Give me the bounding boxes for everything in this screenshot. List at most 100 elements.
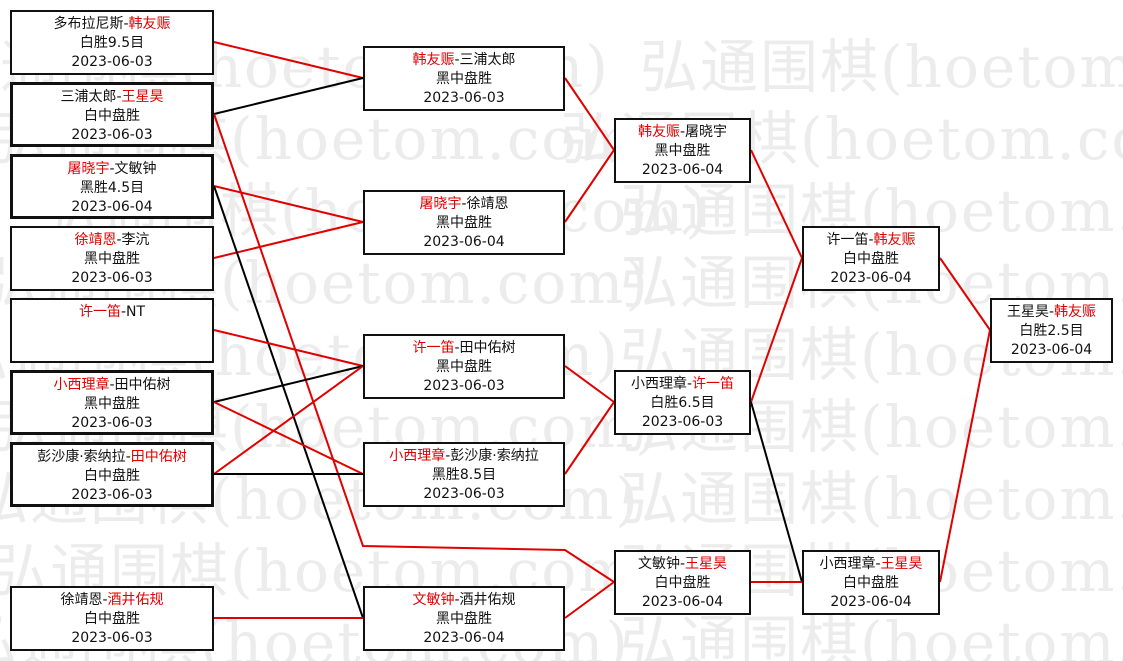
match-box[interactable]: 许一笛-NT: [10, 298, 214, 363]
match-players: 文敏钟-酒井佑规: [412, 592, 516, 608]
match-box[interactable]: 许一笛-韩友赈 白中盘胜 2023-06-04: [802, 226, 940, 291]
match-box[interactable]: 韩友赈-三浦太郎 黑中盘胜 2023-06-03: [363, 46, 565, 111]
player-2: 田中佑树: [130, 449, 187, 465]
connector: [564, 365, 615, 403]
match-date: 2023-06-04: [641, 594, 724, 610]
match-date: 2023-06-03: [423, 90, 505, 106]
connector: [213, 41, 364, 79]
connector: [213, 329, 364, 367]
player-2: 酒井佑规: [107, 592, 164, 608]
player-2: 李沆: [121, 232, 150, 248]
match-date: 2023-06-03: [423, 486, 505, 502]
watermark: 弘通围棋(hoetom.com): [620, 465, 1123, 533]
match-result: 白胜6.5目: [650, 395, 715, 411]
player-2: 彭沙康·索纳拉: [450, 448, 539, 464]
connector: [750, 149, 803, 259]
player-1: 彭沙康·索纳拉: [37, 449, 126, 465]
match-date: 2023-06-04: [423, 234, 505, 250]
player-1: 韩友赈: [637, 124, 680, 140]
player-1: 韩友赈: [412, 52, 455, 68]
match-players: 徐靖恩-酒井佑规: [60, 592, 164, 608]
match-box[interactable]: 小西理章-王星昊 白中盘胜 2023-06-04: [802, 550, 940, 615]
match-box[interactable]: 多布拉尼斯-韩友赈 白胜9.5目 2023-06-03: [10, 10, 214, 75]
player-2: 田中佑树: [459, 340, 516, 356]
match-date: 2023-06-03: [71, 487, 153, 503]
connector: [564, 401, 615, 475]
player-2: 田中佑树: [114, 377, 171, 393]
match-box[interactable]: 屠晓宇-徐靖恩 黑中盘胜 2023-06-04: [363, 190, 565, 255]
match-result: 黑胜8.5目: [431, 467, 497, 483]
player-1: 屠晓宇: [67, 161, 110, 177]
player-1: 王星昊: [1006, 304, 1049, 320]
match-date: 2023-06-04: [641, 162, 724, 178]
match-players: 三浦太郎-王星昊: [60, 89, 164, 105]
player-2: 韩友赈: [128, 16, 171, 32]
match-box[interactable]: 韩友赈-屠晓宇 黑中盘胜 2023-06-04: [614, 118, 751, 183]
match-result: 白中盘胜: [654, 575, 711, 591]
player-2: 酒井佑规: [459, 592, 516, 608]
match-result: 黑中盘胜: [84, 396, 140, 412]
match-date: 2023-06-04: [1010, 342, 1093, 358]
player-2: 徐靖恩: [466, 196, 509, 212]
match-date: 2023-06-03: [71, 630, 153, 646]
match-players: 彭沙康·索纳拉-田中佑树: [37, 449, 187, 465]
match-result: 白中盘胜: [84, 468, 140, 484]
watermark: 弘通围棋(hoetom.com): [620, 609, 1123, 661]
player-2: 王星昊: [880, 556, 923, 572]
match-box[interactable]: 王星昊-韩友赈 白胜2.5目 2023-06-04: [990, 298, 1113, 363]
match-date: 2023-06-03: [641, 414, 724, 430]
player-1: 文敏钟: [637, 556, 680, 572]
match-box[interactable]: 小西理章-许一笛 白胜6.5目 2023-06-03: [614, 370, 751, 435]
player-1: 多布拉尼斯: [53, 16, 124, 32]
match-box[interactable]: 文敏钟-酒井佑规 黑中盘胜 2023-06-04: [363, 586, 565, 651]
match-result: 黑胜4.5目: [79, 180, 145, 196]
connector: [213, 365, 364, 475]
match-box[interactable]: 徐靖恩-酒井佑规 白中盘胜 2023-06-03: [10, 586, 214, 651]
player-2: NT: [126, 304, 146, 320]
match-box[interactable]: 屠晓宇-文敏钟 黑胜4.5目 2023-06-04: [10, 154, 214, 219]
match-box[interactable]: 小西理章-田中佑树 黑中盘胜 2023-06-03: [10, 370, 214, 435]
match-box[interactable]: 文敏钟-王星昊 白中盘胜 2023-06-04: [614, 550, 751, 615]
match-result: 黑中盘胜: [436, 359, 492, 375]
player-1: 文敏钟: [412, 592, 455, 608]
player-1: 许一笛: [412, 340, 455, 356]
match-players: 小西理章-田中佑树: [53, 377, 171, 393]
match-result: 黑中盘胜: [436, 611, 492, 627]
player-1: 许一笛: [78, 304, 121, 320]
player-1: 小西理章: [389, 448, 446, 464]
player-2: 韩友赈: [1054, 304, 1097, 320]
match-players: 多布拉尼斯-韩友赈: [53, 16, 171, 32]
match-box[interactable]: 许一笛-田中佑树 黑中盘胜 2023-06-03: [363, 334, 565, 399]
match-players: 小西理章-彭沙康·索纳拉: [389, 448, 539, 464]
match-date: 2023-06-04: [423, 630, 505, 646]
match-players: 许一笛-韩友赈: [826, 232, 916, 248]
connector: [213, 77, 364, 115]
match-box[interactable]: 小西理章-彭沙康·索纳拉 黑胜8.5目 2023-06-03: [363, 442, 565, 507]
match-box[interactable]: 三浦太郎-王星昊 白中盘胜 2023-06-03: [10, 82, 214, 147]
match-result: 白中盘胜: [84, 611, 140, 627]
match-result: 白中盘胜: [84, 108, 140, 124]
watermark: 弘通围棋(hoetom.com): [640, 33, 1123, 101]
connector: [750, 257, 803, 403]
player-1: 小西理章: [819, 556, 876, 572]
connector: [564, 77, 615, 151]
match-players: 屠晓宇-徐靖恩: [419, 196, 509, 212]
match-date: 2023-06-03: [71, 270, 153, 286]
match-date: 2023-06-04: [71, 199, 153, 215]
match-result: 白中盘胜: [843, 251, 899, 267]
match-players: 许一笛-NT: [78, 304, 146, 320]
connector: [213, 185, 364, 619]
match-date: 2023-06-04: [830, 594, 912, 610]
player-2: 许一笛: [692, 376, 735, 392]
match-box[interactable]: 彭沙康·索纳拉-田中佑树 白中盘胜 2023-06-03: [10, 442, 214, 507]
connector: [564, 581, 615, 619]
connector: [750, 401, 803, 583]
connector: [213, 113, 615, 583]
player-1: 小西理章: [53, 377, 110, 393]
match-box[interactable]: 徐靖恩-李沆 黑中盘胜 2023-06-03: [10, 226, 214, 291]
player-1: 三浦太郎: [60, 89, 117, 105]
match-players: 小西理章-许一笛: [630, 376, 735, 392]
player-2: 韩友赈: [873, 232, 916, 248]
